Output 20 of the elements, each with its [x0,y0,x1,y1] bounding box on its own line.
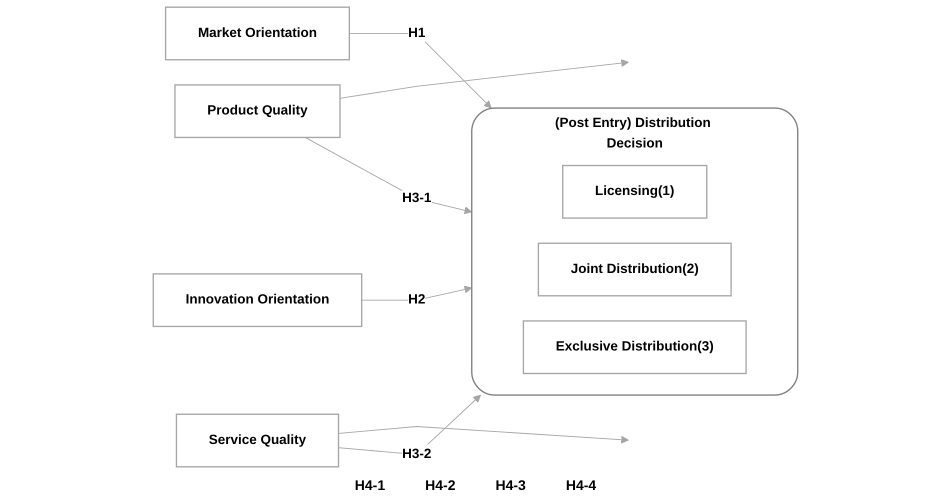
node-box: Joint Distribution(2) [538,242,732,296]
node-box: Licensing(1) [562,164,708,219]
arrow [361,286,472,301]
hypothesis-label: H4-1 [354,476,386,495]
hypothesis-label: H4-3 [494,476,527,495]
node-box: Product Quality [174,84,341,138]
arrow [340,59,629,99]
edge-label: H3-2 [402,446,432,462]
edge-label: H2 [408,292,426,308]
node-box: Service Quality [176,414,340,468]
node-box: Exclusive Distribution(3) [522,320,747,374]
arrow [304,137,472,214]
edge-label: H3-1 [402,190,432,206]
arrow [338,426,629,444]
hypothesis-label: H4-2 [424,476,456,495]
hypothesis-label: H4-4 [564,476,598,495]
edge-label: H1 [408,25,426,40]
arrow [348,33,492,108]
node-box: Innovation Orientation [152,273,362,328]
node-box: Market Orientation [164,6,350,60]
